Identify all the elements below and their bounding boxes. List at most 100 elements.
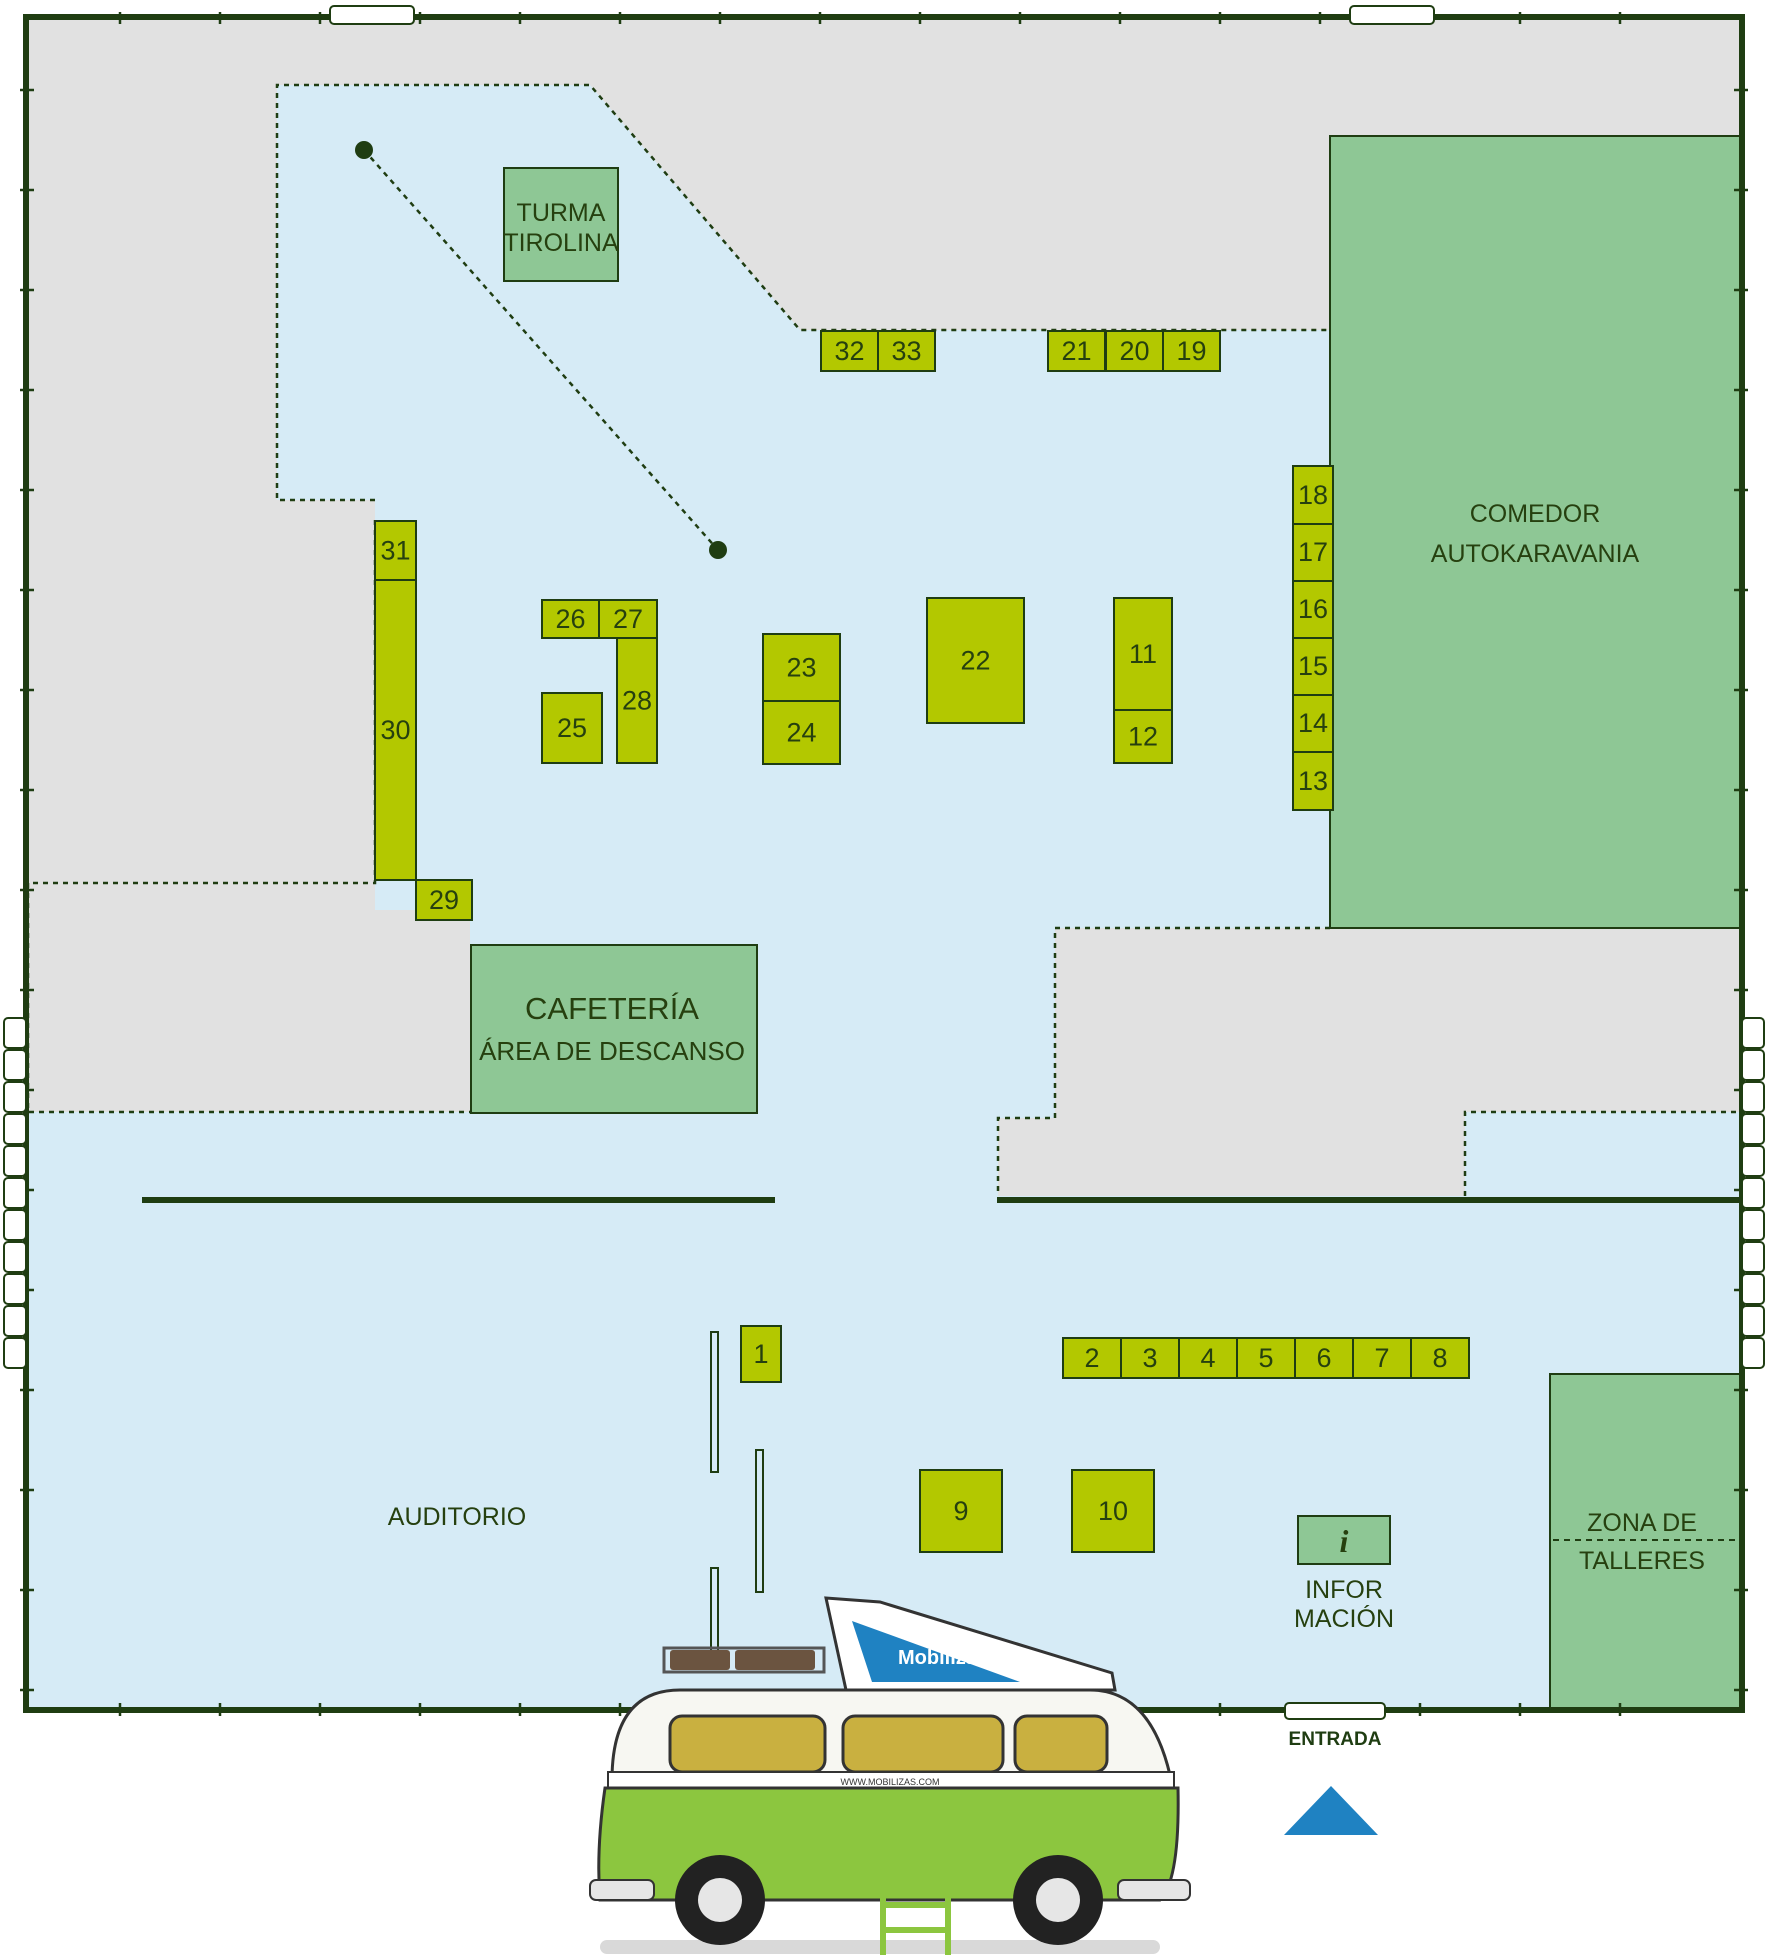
stand-8[interactable]: 8	[1410, 1337, 1470, 1379]
stand-box	[541, 692, 603, 764]
stand-9[interactable]: 9	[919, 1469, 1003, 1553]
stand-number: 21	[1061, 336, 1091, 366]
stand-box	[415, 879, 473, 921]
van-brand-text: Mobilizas	[898, 1647, 988, 1669]
stand-box	[1292, 693, 1334, 753]
restricted-area-top-right	[28, 18, 1740, 883]
partition-panel	[710, 1331, 719, 1473]
van-bumper	[1117, 1879, 1191, 1901]
stand-number: 9	[953, 1496, 968, 1526]
dotted-boundary-north	[275, 83, 1330, 502]
door-icon	[1741, 1209, 1765, 1241]
stand-box	[820, 330, 879, 372]
stand-5[interactable]: 5	[1236, 1337, 1296, 1379]
entrance-arrow-icon[interactable]	[1284, 1786, 1378, 1835]
zone-talleres[interactable]: ZONA DE TALLERES	[1549, 1373, 1741, 1711]
zone-turma-tirolina[interactable]: TURMA TIROLINA	[503, 167, 619, 282]
door-icon	[1741, 1145, 1765, 1177]
zone-label: CAFETERÍA	[525, 991, 699, 1026]
stand-3[interactable]: 3	[1120, 1337, 1180, 1379]
stand-number: 20	[1119, 336, 1149, 366]
door-icon	[3, 1305, 27, 1337]
stand-33[interactable]: 33	[877, 330, 936, 372]
stand-14[interactable]: 14	[1292, 693, 1334, 753]
stand-4[interactable]: 4	[1178, 1337, 1238, 1379]
stand-number: 15	[1298, 651, 1328, 681]
zone-label: COMEDOR	[1470, 500, 1601, 528]
dotted-boundary-east	[996, 926, 1330, 1196]
van-wheel-hub	[698, 1878, 742, 1922]
stand-11[interactable]: 11	[1113, 597, 1173, 711]
doors-layer	[3, 5, 1765, 1720]
stand-number: 6	[1316, 1343, 1331, 1373]
stand-32[interactable]: 32	[820, 330, 879, 372]
stand-6[interactable]: 6	[1294, 1337, 1354, 1379]
zone-comedor-autokaravania[interactable]: COMEDOR AUTOKARAVANIA	[1329, 135, 1741, 929]
van-ladder	[880, 1880, 951, 1955]
stand-17[interactable]: 17	[1292, 522, 1334, 582]
stand-13[interactable]: 13	[1292, 751, 1334, 811]
door-icon	[1741, 1337, 1765, 1369]
stand-16[interactable]: 16	[1292, 579, 1334, 639]
stand-number: 18	[1298, 480, 1328, 510]
stand-number: 31	[380, 536, 410, 566]
stand-26[interactable]: 26	[541, 599, 600, 639]
stand-number: 24	[786, 718, 816, 748]
stand-15[interactable]: 15	[1292, 636, 1334, 696]
stand-29[interactable]: 29	[415, 879, 473, 921]
stand-23[interactable]: 23	[762, 633, 841, 702]
stand-number: 7	[1374, 1343, 1389, 1373]
door-icon	[3, 1049, 27, 1081]
zone-label: TURMA	[517, 199, 606, 227]
dotted-boundary-east-2	[1463, 1110, 1740, 1196]
zone-cafeteria[interactable]: CAFETERÍA ÁREA DE DESCANSO	[470, 944, 758, 1114]
stand-box	[1120, 1337, 1180, 1379]
stand-box	[1292, 636, 1334, 696]
stand-31[interactable]: 31	[374, 520, 417, 581]
info-point[interactable]: i INFOR MACIÓN	[1294, 1515, 1394, 1633]
stand-box	[926, 597, 1025, 724]
stand-number: 17	[1298, 537, 1328, 567]
info-icon: i	[1340, 1523, 1349, 1559]
roof-rack	[662, 1646, 826, 1674]
stand-box	[1113, 597, 1173, 711]
stand-number: 10	[1098, 1496, 1128, 1526]
pop-top-fabric	[852, 1621, 1020, 1682]
door-icon	[1349, 5, 1435, 25]
stand-number: 13	[1298, 766, 1328, 796]
zipline-anchor-end	[709, 541, 727, 559]
stand-24[interactable]: 24	[762, 700, 841, 765]
stand-21[interactable]: 21	[1047, 330, 1106, 372]
door-icon	[329, 5, 415, 25]
stand-box	[762, 700, 841, 765]
stand-19[interactable]: 19	[1162, 330, 1221, 372]
stand-box	[1410, 1337, 1470, 1379]
stand-7[interactable]: 7	[1352, 1337, 1412, 1379]
stand-30[interactable]: 30	[374, 579, 417, 881]
door-icon	[1741, 1017, 1765, 1049]
stand-25[interactable]: 25	[541, 692, 603, 764]
van-window	[1013, 1714, 1109, 1774]
stand-10[interactable]: 10	[1071, 1469, 1155, 1553]
stand-box	[374, 579, 417, 881]
luggage	[735, 1650, 815, 1670]
stand-27[interactable]: 27	[598, 599, 658, 639]
stand-20[interactable]: 20	[1105, 330, 1164, 372]
restricted-area-left	[28, 883, 470, 1112]
stand-number: 26	[555, 604, 585, 634]
stand-28[interactable]: 28	[616, 637, 658, 764]
stand-box	[877, 330, 936, 372]
door-icon	[1741, 1081, 1765, 1113]
zone-label: ZONA DE	[1587, 1509, 1697, 1537]
stand-1[interactable]: 1	[740, 1325, 782, 1383]
stand-number: 22	[960, 646, 990, 676]
stand-number: 25	[557, 713, 587, 743]
stand-22[interactable]: 22	[926, 597, 1025, 724]
door-icon	[3, 1209, 27, 1241]
stand-2[interactable]: 2	[1062, 1337, 1122, 1379]
stand-number: 2	[1084, 1343, 1099, 1373]
entrance-label: ENTRADA	[1289, 1729, 1382, 1750]
stand-18[interactable]: 18	[1292, 465, 1334, 525]
door-icon	[1741, 1177, 1765, 1209]
stand-12[interactable]: 12	[1113, 709, 1173, 764]
